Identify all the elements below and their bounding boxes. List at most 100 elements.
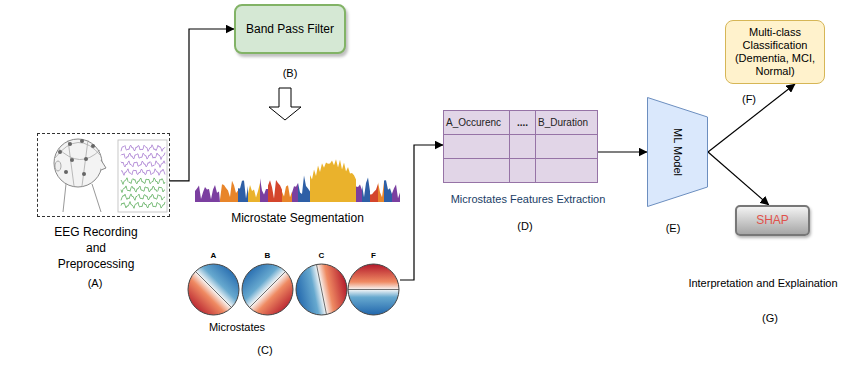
topomap-divider <box>348 289 399 290</box>
node-topo: A <box>187 263 240 316</box>
node-table: A_Occurenc.... B_Duration <box>443 110 598 183</box>
box-label: Multi-class Classification (Dementia, MC… <box>730 26 820 78</box>
electrode-dot <box>82 172 86 176</box>
eeg-trace <box>121 186 165 193</box>
connector-arrow <box>400 145 443 280</box>
node-topo: C <box>295 263 348 316</box>
eeg-trace <box>121 153 165 160</box>
topomap-divider <box>249 271 285 307</box>
box-label: SHAP <box>756 213 789 228</box>
model-label: ML Model <box>672 128 684 176</box>
connector-arrow <box>598 151 647 152</box>
topomap <box>347 263 400 316</box>
connector-arrow <box>170 29 234 181</box>
label-text: (B) <box>283 66 298 80</box>
microstate-segment <box>260 178 268 202</box>
table-cell <box>536 159 597 182</box>
microstate-segment <box>356 184 362 202</box>
trapezoid-shape <box>648 98 708 207</box>
microstate-letter: A <box>211 251 217 261</box>
neck-line <box>63 184 101 212</box>
node-topo: F <box>347 263 400 316</box>
microstate-segment <box>384 180 392 202</box>
label-text: Microstates Features Extraction <box>451 192 606 206</box>
microstate-segment <box>282 185 292 202</box>
segmentation-chart <box>195 150 400 202</box>
nose-outline <box>101 160 106 170</box>
feature-cell-text: .... <box>517 117 528 128</box>
microstate-segment <box>392 184 400 202</box>
label-text: (E) <box>666 221 681 235</box>
eeg-trace <box>121 202 165 209</box>
table-cell: A_Occurenc <box>444 111 509 134</box>
table-cell: .... <box>510 111 535 134</box>
electrode-dot <box>70 158 74 162</box>
topomap <box>295 263 348 316</box>
eeg-trace <box>121 145 165 152</box>
topomap-disc <box>296 264 347 315</box>
topomap-disc <box>188 264 239 315</box>
microstate-letter: B <box>265 251 271 261</box>
microstate-segment <box>268 180 282 202</box>
node-green: Band Pass Filter <box>234 4 346 54</box>
electrode-dot <box>58 150 62 154</box>
microstate-segment <box>378 182 384 202</box>
microstate-segment <box>195 185 220 202</box>
electrode-dot <box>64 170 68 174</box>
box-label: Band Pass Filter <box>246 22 334 37</box>
microstate-segment <box>370 184 378 202</box>
microstate-segment <box>220 181 238 202</box>
node-shap: SHAP <box>735 205 810 236</box>
electrode-dot <box>91 144 95 148</box>
label-text: (A) <box>88 276 103 290</box>
feature-cell-text: B_Duration <box>538 117 588 128</box>
node-trap: ML Model <box>647 97 708 207</box>
electrode-dot <box>84 157 88 161</box>
topomap-disc <box>348 264 399 315</box>
microstate-segment <box>362 178 370 203</box>
table-cell <box>536 135 597 158</box>
feature-cell-text: A_Occurenc <box>446 117 501 128</box>
table-cell: B_Duration <box>536 111 597 134</box>
topomap-divider <box>195 271 231 307</box>
label-text: (F) <box>742 92 756 106</box>
microstate-segment <box>292 183 298 202</box>
node-yellow: Multi-class Classification (Dementia, MC… <box>725 20 825 84</box>
node-eeg: EEG Recording and Preprocessing <box>37 133 170 217</box>
trace-panel <box>118 140 167 212</box>
microstate-letter: F <box>371 251 376 261</box>
eeg-trace <box>121 178 165 185</box>
microstate-segment <box>248 183 260 202</box>
microstate-segment <box>310 159 356 202</box>
ear-outline <box>55 161 61 171</box>
electrode-dot <box>68 142 72 146</box>
table-cell <box>444 159 509 182</box>
topomap-disc <box>242 264 293 315</box>
label-text: (D) <box>517 219 532 233</box>
microstate-letter: C <box>319 251 325 261</box>
label-text: Interpretation and Explaination <box>688 276 837 290</box>
table-cell <box>510 159 535 182</box>
node-caption: EEG Recording and Preprocessing <box>51 224 141 272</box>
head-figure <box>54 139 106 212</box>
eeg-traces <box>121 145 165 209</box>
topomap <box>187 263 240 316</box>
cap-lines <box>55 140 101 186</box>
table-cell <box>510 135 535 158</box>
connector-arrow <box>708 152 769 205</box>
eeg-trace <box>121 169 165 176</box>
hollow-arrow <box>269 88 301 120</box>
label-text: Microstates <box>209 320 265 334</box>
chart-caption: Microstate Segmentation <box>231 211 364 226</box>
eeg-trace <box>121 194 165 201</box>
connector-arrow <box>708 84 795 152</box>
microstate-segment <box>238 181 248 202</box>
label-text: (G) <box>762 311 778 325</box>
microstate-segment <box>298 176 310 203</box>
label-text: (C) <box>257 343 272 357</box>
table-cell <box>444 135 509 158</box>
eeg-trace <box>121 161 165 168</box>
electrode-dot <box>80 139 84 143</box>
topomap <box>241 263 294 316</box>
